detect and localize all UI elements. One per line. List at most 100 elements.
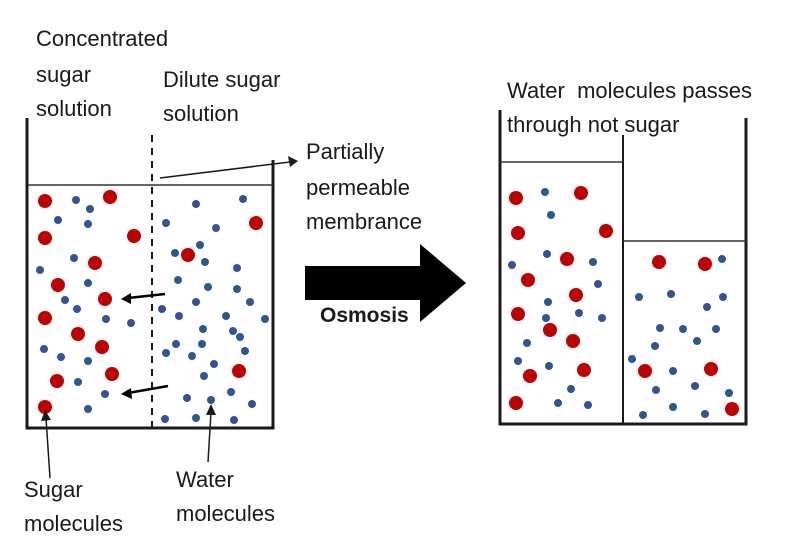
- water-molecule: [508, 261, 516, 269]
- water-molecule: [198, 340, 206, 348]
- sugar-pointer-line: [45, 417, 51, 479]
- water-flow-arrow-bottom-head: [121, 388, 132, 399]
- water-molecule: [102, 315, 110, 323]
- water-molecule: [567, 385, 575, 393]
- water-molecule: [703, 303, 711, 311]
- water-molecule: [86, 205, 94, 213]
- water-molecule: [174, 276, 182, 284]
- water-molecule: [73, 305, 81, 313]
- sugar-molecule: [725, 402, 739, 416]
- water-molecule: [127, 319, 135, 327]
- left-beaker: [25, 118, 298, 479]
- water-molecule: [554, 399, 562, 407]
- water-molecule: [172, 340, 180, 348]
- sugar-molecule: [105, 367, 119, 381]
- water-molecule: [158, 305, 166, 313]
- water-flow-arrow-top-head: [121, 293, 131, 304]
- right-water-molecules: [508, 188, 733, 419]
- water-molecule: [667, 290, 675, 298]
- sugar-molecule: [638, 364, 652, 378]
- water-molecule: [229, 327, 237, 335]
- sugar-molecule: [652, 255, 666, 269]
- sugar-molecule: [569, 288, 583, 302]
- sugar-molecule: [51, 278, 65, 292]
- sugar-molecule: [574, 186, 588, 200]
- membrane-label-line-2: permeable: [306, 175, 410, 200]
- membrane-label-line-3: membrance: [306, 209, 423, 234]
- left-sugar-molecules: [38, 190, 263, 414]
- sugar-molecule: [523, 369, 537, 383]
- membrane-pointer-head: [288, 156, 298, 167]
- sugar-molecule: [577, 363, 591, 377]
- water-molecule: [212, 224, 220, 232]
- water-molecule: [192, 298, 200, 306]
- osmosis-arrow: [305, 244, 466, 322]
- dilute-label-line-2: solution: [163, 101, 239, 126]
- right-sugar-molecules: [509, 186, 739, 416]
- water-molecule: [57, 353, 65, 361]
- water-molecule: [84, 220, 92, 228]
- sugar-pointer-head: [41, 410, 51, 421]
- sugar-molecule: [95, 340, 109, 354]
- water-molecule: [101, 390, 109, 398]
- water-molecule: [718, 255, 726, 263]
- sugar-molecule: [249, 216, 263, 230]
- water-molecule: [246, 298, 254, 306]
- water-molecule: [669, 403, 677, 411]
- sugar-molecule: [127, 229, 141, 243]
- water-molecule: [188, 352, 196, 360]
- water-molecule: [523, 339, 531, 347]
- water-molecule: [547, 211, 555, 219]
- sugar-molecule: [509, 396, 523, 410]
- water-molecule: [575, 309, 583, 317]
- water-molecule: [543, 250, 551, 258]
- water-molecule: [84, 405, 92, 413]
- water-molecules-label-line-2: molecules: [176, 501, 276, 526]
- water-molecule: [222, 312, 230, 320]
- sugar-molecule: [71, 327, 85, 341]
- water-molecule: [175, 312, 183, 320]
- water-molecule: [236, 333, 244, 341]
- sugar-molecule: [704, 362, 718, 376]
- water-molecule: [652, 386, 660, 394]
- water-molecule: [74, 378, 82, 386]
- sugar-molecule: [521, 273, 535, 287]
- sugar-molecule: [599, 224, 613, 238]
- sugar-molecule: [103, 190, 117, 204]
- water-molecule: [544, 298, 552, 306]
- water-molecule: [635, 293, 643, 301]
- water-molecule: [584, 401, 592, 409]
- water-molecule: [230, 416, 238, 424]
- water-molecule: [598, 314, 606, 322]
- water-molecule: [241, 347, 249, 355]
- water-molecule: [192, 200, 200, 208]
- water-molecule: [161, 415, 169, 423]
- water-molecule: [656, 324, 664, 332]
- dilute-label-line-1: Dilute sugar: [163, 67, 281, 92]
- water-molecule: [84, 357, 92, 365]
- water-molecule: [514, 357, 522, 365]
- membrane-label-line-1: Partially: [306, 139, 385, 164]
- water-molecule: [54, 216, 62, 224]
- left-beaker-outline: [25, 118, 275, 430]
- right-beaker: [498, 110, 748, 426]
- water-molecule: [239, 195, 247, 203]
- water-molecule: [72, 196, 80, 204]
- water-flow-arrow-top: [127, 292, 166, 300]
- concentrated-label-line-3: solution: [36, 96, 112, 121]
- sugar-molecule: [232, 364, 246, 378]
- sugar-molecule: [509, 191, 523, 205]
- water-molecule: [192, 414, 200, 422]
- water-molecule: [162, 219, 170, 227]
- sugar-molecule: [88, 256, 102, 270]
- sugar-molecule: [38, 311, 52, 325]
- water-molecule: [201, 258, 209, 266]
- water-molecule: [40, 345, 48, 353]
- water-molecule: [199, 325, 207, 333]
- result-label-line-1: Water molecules passes: [507, 78, 752, 103]
- water-molecule: [594, 280, 602, 288]
- water-molecule: [701, 410, 709, 418]
- water-molecule: [207, 396, 215, 404]
- water-molecule: [36, 266, 44, 274]
- water-molecule: [248, 400, 256, 408]
